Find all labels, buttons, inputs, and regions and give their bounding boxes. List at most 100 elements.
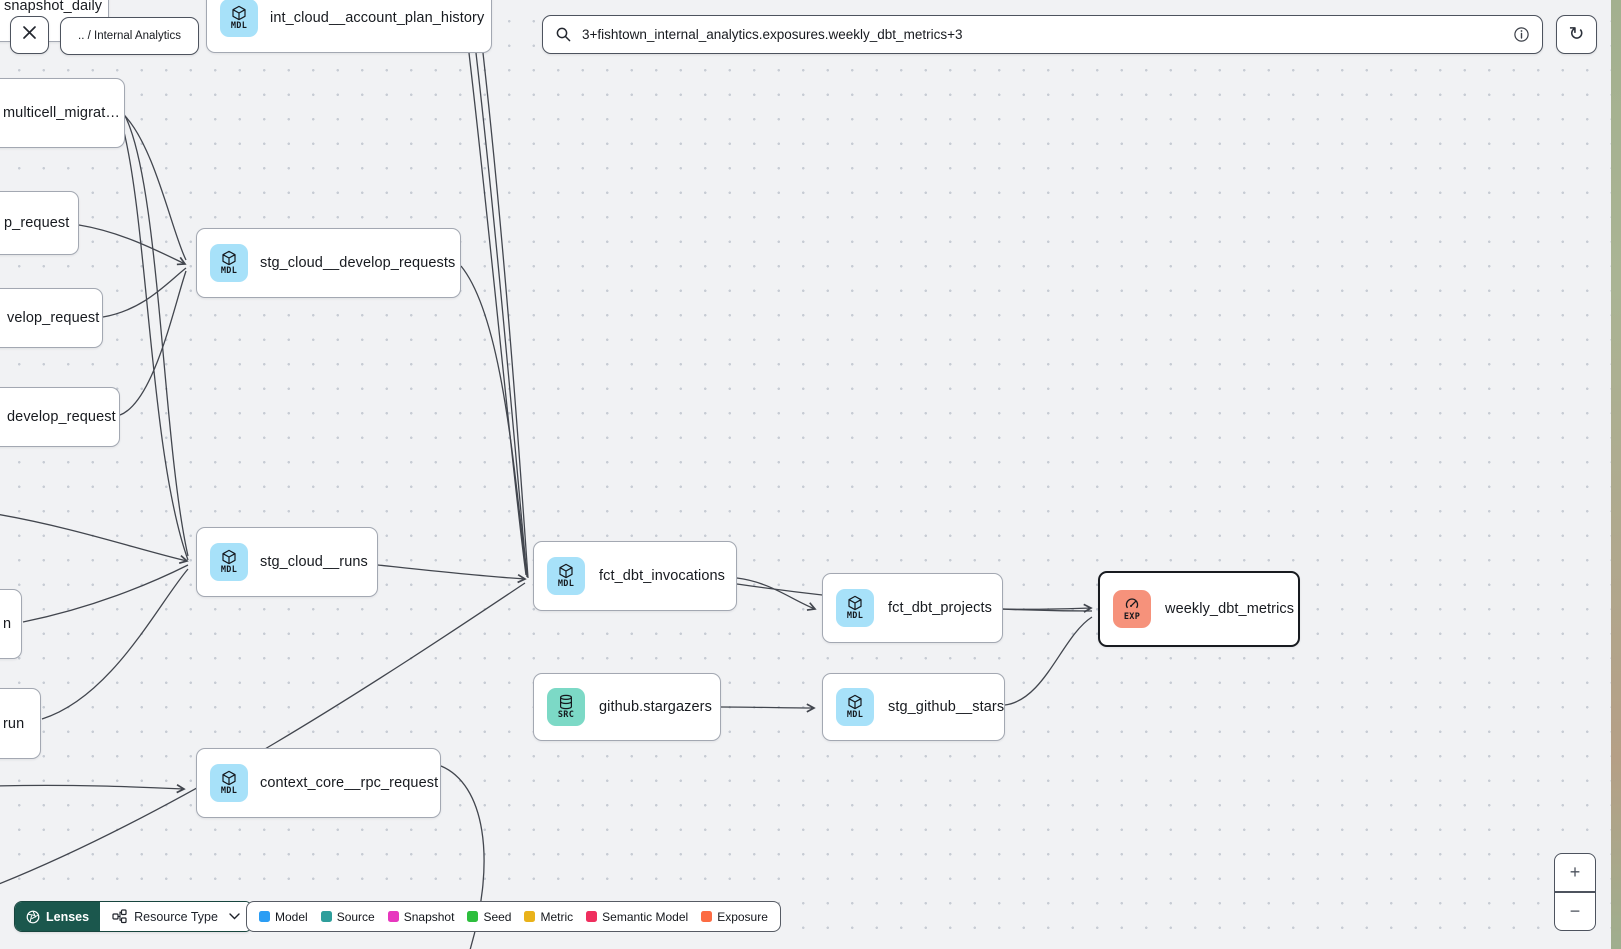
node-label: velop_request — [7, 310, 100, 326]
resource-type-label: Resource Type — [134, 909, 218, 924]
node-label: context_core__rpc_request — [260, 775, 439, 791]
search-icon — [555, 26, 572, 43]
node-label: weekly_dbt_metrics — [1165, 601, 1295, 617]
legend-swatch — [524, 911, 536, 922]
legend-item-semantic-model: Semantic Model — [586, 910, 688, 924]
node-stg_cloud__runs[interactable]: MDL stg_cloud__runs — [196, 527, 378, 597]
zoom-in-button[interactable]: + — [1555, 854, 1595, 891]
node-label: multicell_migrat… — [3, 105, 120, 121]
resource-type-legend: Model Source Snapshot Seed Metric Semantic Mo… — [246, 901, 781, 932]
legend-label: Model — [275, 909, 308, 924]
badge-label: MDL — [230, 20, 248, 31]
legend-item-source: Source — [320, 909, 375, 924]
node-label: stg_cloud__runs — [260, 554, 368, 570]
node-p_request[interactable]: p_request — [0, 191, 79, 255]
node-weekly_dbt_metrics[interactable]: EXP weekly_dbt_metrics — [1098, 571, 1300, 647]
minus-icon: − — [1569, 900, 1581, 921]
badge-label: SRC — [557, 710, 575, 720]
lenses-button[interactable]: Lenses — [15, 902, 101, 931]
edge-offscreen-bottom-left-to-fct_dbt_invocations — [0, 582, 526, 885]
node-github.stargazers[interactable]: SRC github.stargazers — [533, 673, 721, 741]
breadcrumb[interactable]: .. / Internal Analytics — [60, 17, 199, 55]
edge-multicell_migrat-to-stg_cloud__runs — [121, 123, 189, 561]
zoom-out-button[interactable]: − — [1555, 893, 1595, 930]
model-badge: MDL — [547, 557, 585, 595]
node-run_node[interactable]: run — [0, 688, 41, 759]
gauge-icon — [1124, 596, 1140, 612]
edge-stg_cloud__runs-to-fct_dbt_invocations — [377, 564, 527, 584]
node-label: stg_github__stars — [888, 699, 1005, 715]
legend-swatch — [259, 911, 270, 922]
lenses-icon — [26, 910, 40, 924]
legend-swatch — [701, 911, 713, 922]
legend-label: Source — [336, 909, 375, 924]
chevron-down-icon — [229, 913, 240, 920]
edge-run_node-to-stg_cloud__runs — [41, 568, 189, 720]
breadcrumb-label: .. / Internal Analytics — [78, 30, 181, 42]
legend-swatch — [387, 911, 399, 922]
edge-github.stargazers-to-stg_github__stars — [720, 703, 816, 713]
node-int_cloud__account_plan_history[interactable]: MDL int_cloud__account_plan_history — [206, 0, 492, 53]
edge-fct_dbt_invocations-to-fct_dbt_projects — [736, 577, 817, 611]
legend-label: Seed — [483, 909, 512, 924]
database-icon — [558, 694, 574, 710]
zoom-divider — [1555, 891, 1595, 893]
info-icon[interactable] — [1513, 26, 1530, 43]
refresh-icon: ↻ — [1568, 24, 1585, 45]
refresh-button[interactable]: ↻ — [1556, 15, 1597, 54]
lenses-label: Lenses — [46, 909, 90, 924]
node-fct_dbt_projects[interactable]: MDL fct_dbt_projects — [822, 573, 1003, 643]
model-badge: MDL — [210, 764, 248, 802]
cube-icon — [221, 250, 237, 266]
node-multicell_migrat[interactable]: multicell_migrat… — [0, 78, 125, 148]
resource-type-dropdown[interactable]: Resource Type — [100, 902, 252, 931]
node-context_core__rpc_request[interactable]: MDL context_core__rpc_request — [196, 748, 441, 818]
model-badge: MDL — [220, 0, 258, 37]
cube-icon — [847, 694, 863, 710]
edge-multicell_migrat-to-stg_cloud__runs — [123, 113, 189, 557]
node-n_node[interactable]: n — [0, 589, 22, 659]
edge-multicell_migrat-to-stg_cloud__develop_requests — [124, 115, 187, 261]
node-stg_cloud__develop_requests[interactable]: MDL stg_cloud__develop_requests — [196, 228, 461, 298]
badge-label: MDL — [846, 611, 864, 621]
source-badge: SRC — [547, 688, 585, 726]
edge-int_cloud__account_plan_history-to-fct_dbt_invocations — [482, 52, 529, 579]
badge-label: MDL — [220, 266, 238, 276]
legend-swatch — [586, 911, 598, 922]
model-badge: MDL — [210, 244, 248, 282]
close-button[interactable] — [10, 16, 49, 54]
edge-velop_request-to-stg_cloud__develop_requests — [102, 267, 187, 318]
search-bar[interactable]: 3+fishtown_internal_analytics.exposures.… — [542, 15, 1543, 54]
node-label: int_cloud__account_plan_history — [270, 9, 485, 26]
legend-swatch — [320, 911, 332, 922]
search-input[interactable]: 3+fishtown_internal_analytics.exposures.… — [582, 27, 963, 42]
edge-int_cloud__account_plan_history-to-fct_dbt_invocations — [475, 52, 528, 578]
legend-swatch — [467, 911, 479, 922]
legend-item-model: Model — [259, 910, 308, 924]
node-label: fct_dbt_projects — [888, 600, 992, 616]
edge-n_node-to-stg_cloud__runs — [22, 564, 189, 623]
node-label: stg_cloud__develop_requests — [260, 255, 456, 271]
badge-label: EXP — [1123, 612, 1141, 622]
edge-p_request-to-stg_cloud__develop_requests — [78, 224, 187, 266]
edge-int_cloud__account_plan_history-to-fct_dbt_invocations — [468, 52, 527, 576]
model-badge: MDL — [836, 688, 874, 726]
node-develop_request[interactable]: develop_request — [0, 387, 120, 447]
model-badge: MDL — [210, 543, 248, 581]
badge-label: MDL — [557, 579, 575, 589]
badge-label: MDL — [846, 710, 864, 720]
node-label: develop_request — [7, 409, 116, 425]
cube-icon — [847, 595, 863, 611]
legend-item-snapshot: Snapshot — [387, 910, 454, 924]
node-label: n — [3, 616, 12, 632]
lenses-pill: Lenses Resource Type — [14, 901, 253, 932]
plus-icon: + — [1569, 862, 1581, 883]
node-velop_request[interactable]: velop_request — [0, 288, 103, 348]
legend-label: Metric — [540, 909, 574, 924]
node-label: snapshot_daily — [4, 0, 103, 14]
node-label: run — [3, 715, 25, 732]
node-label: github.stargazers — [599, 699, 712, 715]
node-stg_github__stars[interactable]: MDL stg_github__stars — [822, 673, 1005, 741]
